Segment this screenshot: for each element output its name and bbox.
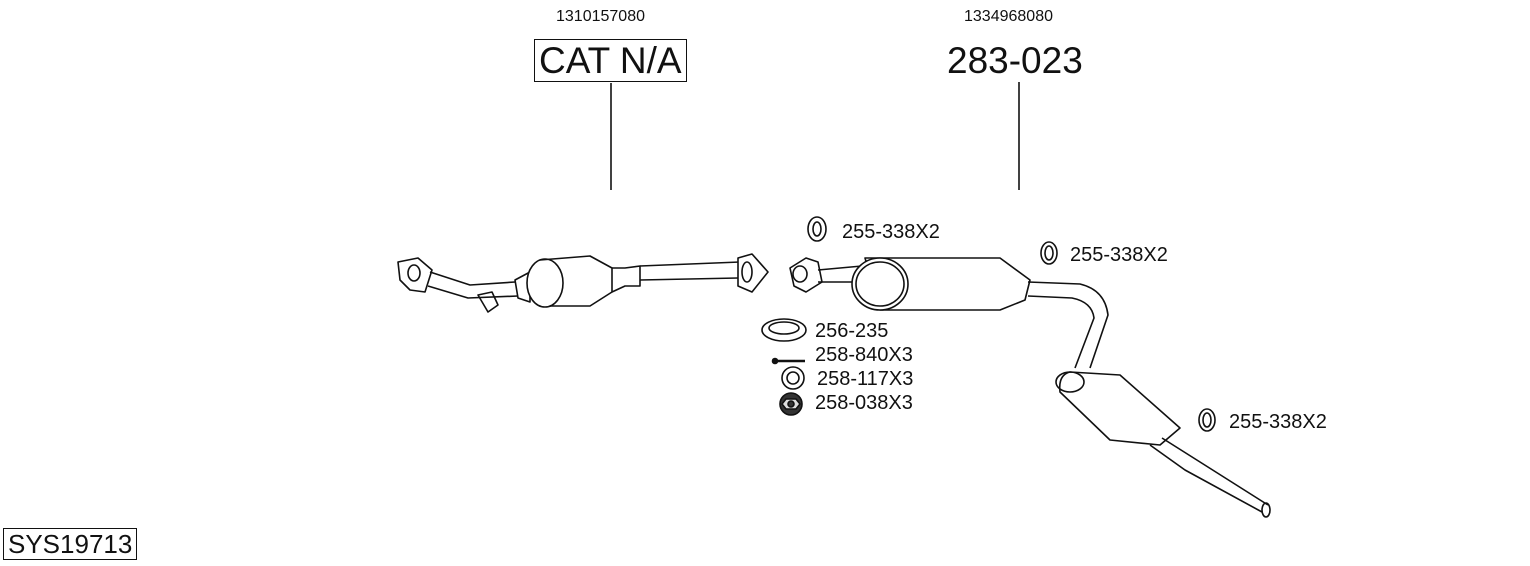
part-label-muffler[interactable]: 283-023 bbox=[947, 40, 1083, 81]
accessory-label-washer[interactable]: 258-117X3 bbox=[817, 368, 914, 390]
gasket-ring-icon bbox=[761, 318, 807, 342]
oe-number-cat: 1310157080 bbox=[556, 8, 645, 25]
bolt-icon bbox=[771, 357, 805, 365]
oe-number-muffler: 1334968080 bbox=[964, 8, 1053, 25]
accessory-label-hanger-1[interactable]: 255-338X2 bbox=[842, 221, 940, 243]
accessory-label-hanger-3[interactable]: 255-338X2 bbox=[1229, 411, 1327, 433]
nut-icon bbox=[779, 392, 803, 416]
part-label-cat[interactable]: CAT N/A bbox=[534, 39, 687, 82]
accessory-label-gasket[interactable]: 256-235 bbox=[815, 320, 889, 342]
accessory-label-nut[interactable]: 258-038X3 bbox=[815, 392, 913, 414]
accessory-label-bolt[interactable]: 258-840X3 bbox=[815, 344, 913, 366]
catalytic-converter-part[interactable] bbox=[397, 253, 769, 313]
accessory-label-hanger-2[interactable]: 255-338X2 bbox=[1070, 244, 1168, 266]
rubber-hanger-icon bbox=[807, 216, 1216, 432]
system-id-badge: SYS19713 bbox=[3, 528, 138, 560]
middle-muffler-part[interactable] bbox=[789, 257, 1271, 518]
washer-icon bbox=[781, 366, 805, 390]
